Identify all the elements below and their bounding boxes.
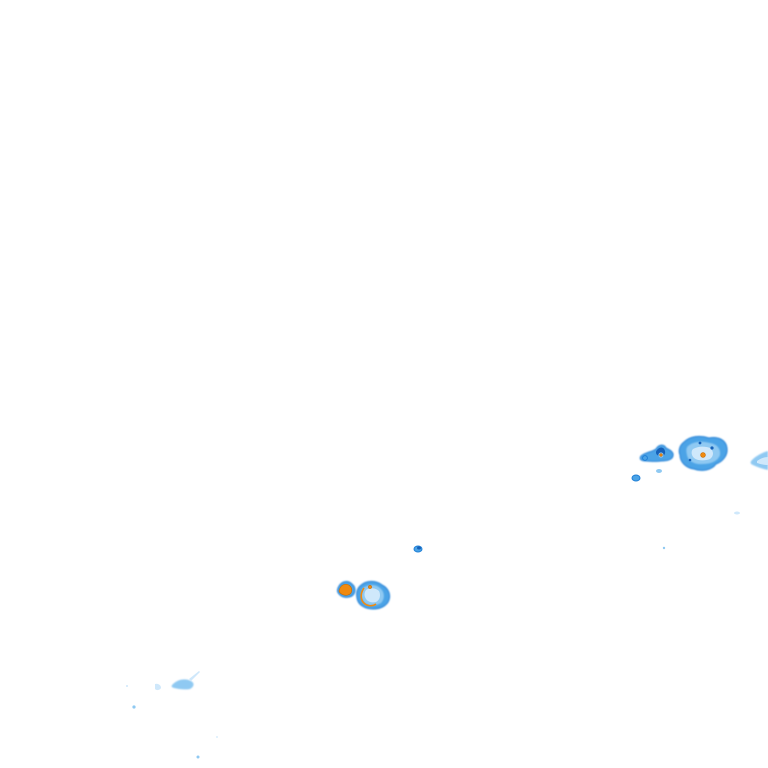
echo-cell-east-small	[639, 444, 674, 462]
echo-cell-east-large	[678, 435, 728, 471]
echo-fragments-southwest	[126, 671, 218, 759]
echo-cell-center	[337, 580, 391, 610]
echo-cell-center-north	[413, 545, 423, 553]
echo-fragments-east	[631, 451, 768, 550]
